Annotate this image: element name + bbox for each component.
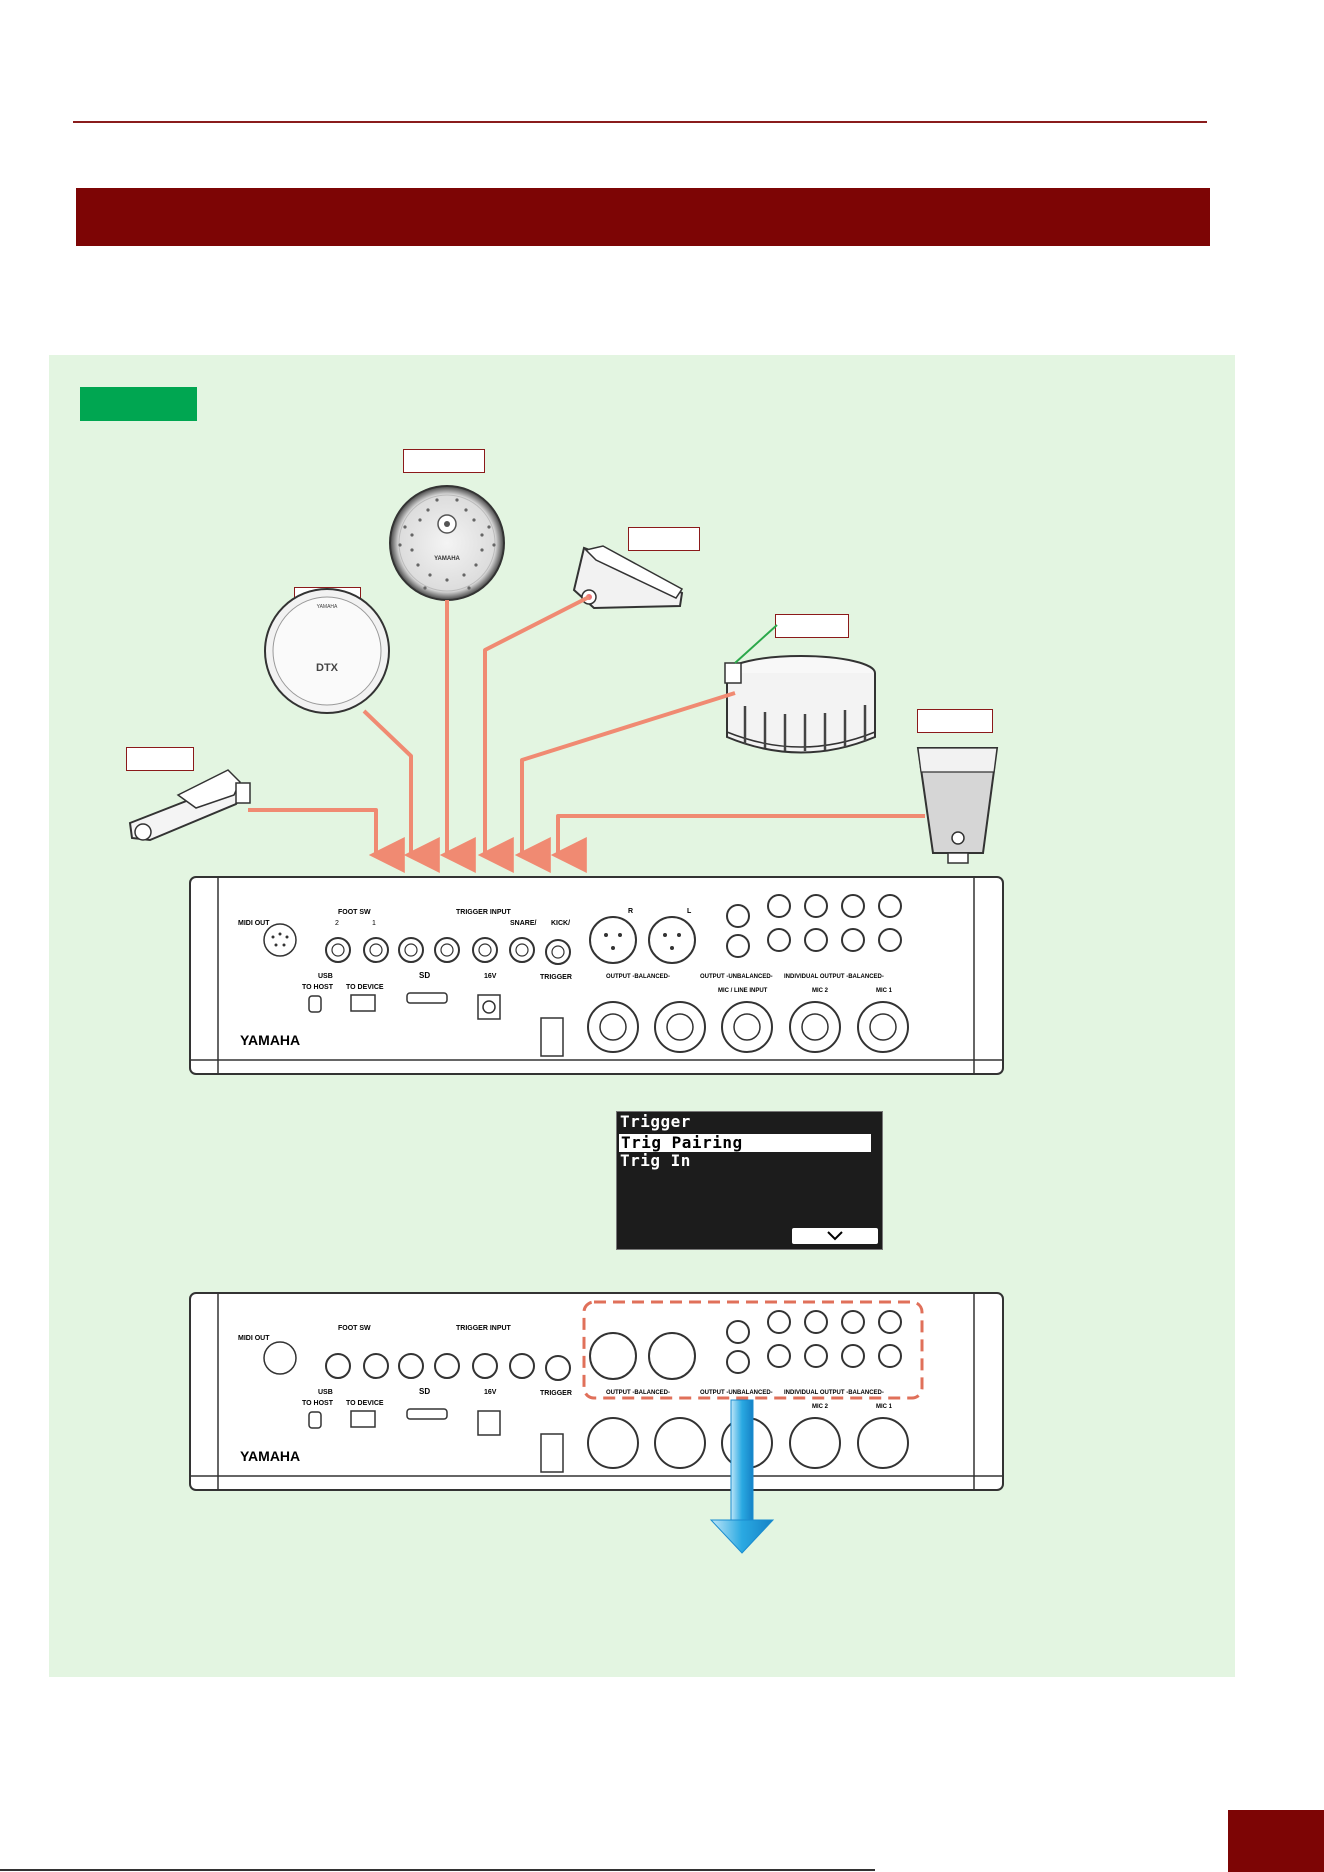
output-arrow [709,1399,775,1554]
label-to-device: TO DEVICE [346,984,384,991]
brand-logo-b: YAMAHA [240,1448,300,1464]
label-fs1: 1 [372,920,376,927]
label-mic2: MIC 2 [812,988,829,994]
cables [248,595,925,873]
module-display: Trigger Trig Pairing Trig In [616,1111,883,1250]
label-mic-line-input: MIC / LINE INPUT [718,988,768,994]
snare-drum [724,624,876,754]
outputs-highlight [582,1300,924,1400]
section-title-bar [76,188,1210,246]
label-trigger-input: TRIGGER INPUT [456,909,512,916]
chevron-down-icon [827,1231,843,1241]
label-individual-output-b: INDIVIDUAL OUTPUT -BALANCED- [784,1390,884,1396]
cowbell-trigger [916,747,999,864]
cable-hihat-controller [477,595,590,873]
cable-foot-sw [248,808,405,873]
label-to-host-b: TO HOST [302,1400,334,1407]
label-output-balanced-b: OUTPUT -BALANCED- [606,1390,670,1396]
hihat-controller-pedal [572,545,684,610]
label-foot-sw-b: FOOT SW [338,1325,371,1332]
label-output-unbalanced-b: OUTPUT -UNBALANCED- [700,1390,773,1396]
brand-logo: YAMAHA [240,1032,300,1048]
page-number-tab [1228,1810,1324,1872]
label-sd-b: SD [419,1387,430,1396]
label-snare-in: SNARE/ [510,920,537,927]
label-trigger-input-b: TRIGGER INPUT [456,1325,512,1332]
label-to-device-b: TO DEVICE [346,1400,384,1407]
label-mic2-b: MIC 2 [812,1404,829,1410]
label-out-l: L [687,908,692,915]
module-rear-panel-top: MIDI OUT FOOT SW 2 1 TRIGGER INPUT SNARE… [189,876,1004,1075]
label-cowbell [917,709,993,733]
display-item-trig-in[interactable]: Trig In [620,1151,691,1170]
header-rule [73,121,1207,123]
label-mic1: MIC 1 [876,988,893,994]
display-title: Trigger [620,1112,691,1131]
display-item-trig-pairing[interactable]: Trig Pairing [619,1134,871,1152]
label-kick-pedal [126,747,194,771]
label-usb: USB [318,973,333,980]
label-trigger: TRIGGER [540,974,572,981]
tom-pad: DTX YAMAHA [264,588,390,714]
cable-tom [362,709,440,873]
label-midi-out: MIDI OUT [238,920,270,927]
label-kick-in: KICK/ [551,920,570,927]
label-fs2: 2 [335,920,339,927]
label-mic1-b: MIC 1 [876,1404,893,1410]
label-individual-output: INDIVIDUAL OUTPUT -BALANCED- [784,974,884,980]
kick-pedal [128,769,251,842]
label-hihat-pad [403,449,485,473]
footer-rule [0,1869,875,1871]
label-foot-sw: FOOT SW [338,909,371,916]
label-to-host: TO HOST [302,984,334,991]
label-hihat-controller [628,527,700,551]
label-usb-b: USB [318,1389,333,1396]
tom-pad-brand: DTX [316,662,339,674]
label-output-balanced: OUTPUT -BALANCED- [606,974,670,980]
tom-pad-maker: YAMAHA [317,604,338,610]
cable-snare [514,691,736,873]
label-trigger-b: TRIGGER [540,1390,572,1397]
label-midi-out-b: MIDI OUT [238,1335,270,1342]
label-dc-in: 16V [484,973,497,980]
label-snare-trigger [775,614,849,638]
hihat-pad-brand: YAMAHA [434,556,460,562]
module-rear-panel-bottom: MIDI OUT FOOT SW TRIGGER INPUT TRIGGER U… [189,1292,1004,1491]
display-scroll-down[interactable] [792,1228,878,1244]
label-out-r: R [628,908,633,915]
label-dc-in-b: 16V [484,1389,497,1396]
cable-cowbell [550,814,925,873]
label-sd: SD [419,971,430,980]
label-output-unbalanced: OUTPUT -UNBALANCED- [700,974,773,980]
example-tag [80,387,197,421]
hihat-pad: YAMAHA [389,485,505,601]
